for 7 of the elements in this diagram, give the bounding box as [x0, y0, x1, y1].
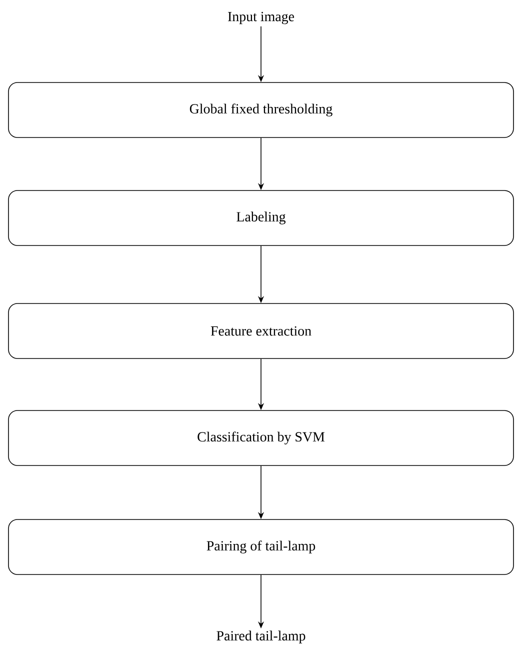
terminal-label: Paired tail-lamp	[216, 630, 306, 644]
process-box: Pairing of tail-lamp	[8, 519, 514, 575]
process-box: Feature extraction	[8, 303, 514, 359]
terminal-label: Input image	[228, 12, 294, 24]
process-box: Global fixed thresholding	[8, 82, 514, 138]
process-box: Labeling	[8, 190, 514, 246]
process-box: Classification by SVM	[8, 410, 514, 466]
